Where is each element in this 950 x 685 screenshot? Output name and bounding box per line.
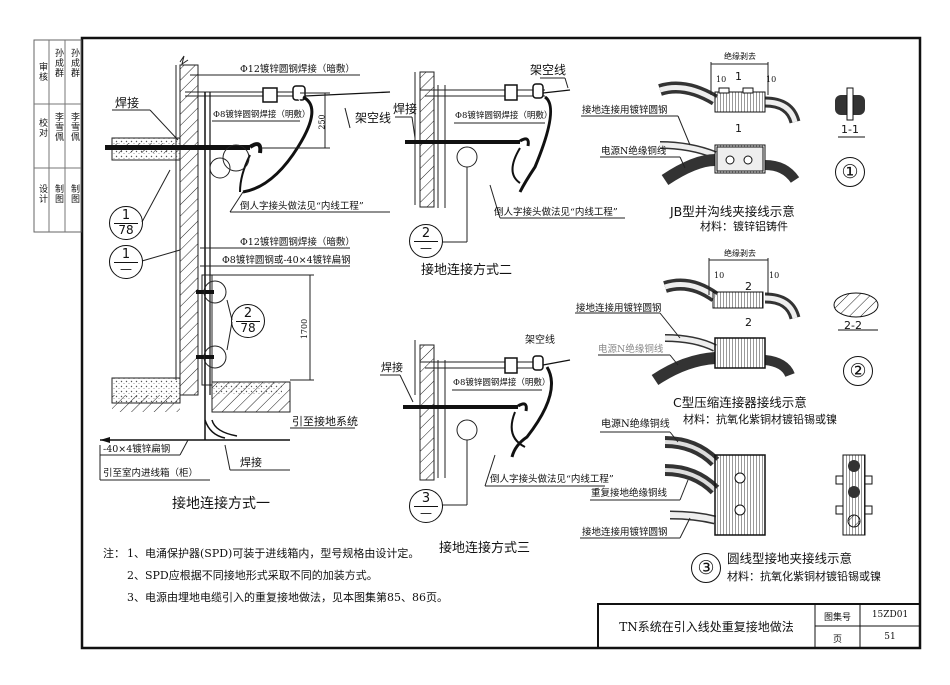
title-block-page-label: 页 [832, 635, 842, 645]
fig1-label-weld-left: 焊接 [115, 96, 140, 110]
title-block-page-value: 51 [884, 632, 896, 642]
fig3-label-overhead: 架空线 [525, 335, 555, 346]
fig2-label-weld: 焊接 [393, 102, 418, 116]
title-block-title: TN系统在引入线处重复接地做法 [619, 620, 794, 634]
callout-num: 2 [414, 227, 438, 242]
sheet-border [80, 36, 922, 650]
note-1: 1、电涌保护器(SPD)可装于进线箱内，型号规格由设计定。 [127, 547, 420, 560]
fig3-label-joint: 倒人字接头做法见“内线工程” [490, 474, 614, 485]
fig2-callout: 2— [409, 224, 443, 258]
d2-strip: 绝缘剥去 [724, 249, 756, 258]
callout-num: 3 [414, 492, 438, 507]
side-block-frame [33, 39, 82, 233]
d1-number: ① [835, 157, 865, 187]
side-name-check-1: 李雪佩 [53, 112, 63, 142]
figure3-drawing [380, 340, 605, 506]
fig3-label-phi8: Φ8镀锌圆钢焊接（明敷） [453, 378, 551, 388]
fig2-label-joint: 倒人字接头做法见“内线工程” [494, 207, 618, 218]
fig2-title: 接地连接方式二 [421, 263, 513, 278]
fig1-label-to-box: 引至室内进线箱（柜） [103, 468, 199, 479]
note-2: 2、SPD应根据不同接地形式采取不同的加装方式。 [127, 569, 378, 582]
d2-section-label: 2-2 [844, 319, 862, 332]
d3-label-repeat: 重复接地绝缘铜线 [591, 488, 668, 499]
fig1-callout-1-dash: 1— [109, 245, 143, 279]
d1-title: JB型并沟线夹接线示意 [670, 204, 795, 219]
side-name-design-1: 制图 [53, 184, 63, 204]
fig1-label-overhead: 架空线 [355, 111, 392, 125]
d1-label-steel: 接地连接用镀锌圆钢 [582, 105, 668, 116]
side-name-design-2: 制图 [69, 184, 79, 204]
fig2-label-overhead: 架空线 [530, 63, 567, 77]
d2-dim-10b: 10 [769, 271, 780, 280]
fig1-dim-1700: 1700 [300, 318, 310, 340]
d3-label-n: 电源N绝缘铜线 [601, 419, 670, 430]
fig1-label-flat-steel: -40×4镀锌扁钢 [103, 444, 171, 455]
callout-den: — [420, 241, 432, 255]
d1-label-n: 电源N绝缘铜线 [601, 146, 667, 157]
fig1-label-phi8-flat: Φ8镀锌圆钢或-40×4镀锌扁钢 [222, 255, 351, 266]
detail2-drawing [575, 258, 879, 386]
d1-section-mark-top: 1 [735, 70, 742, 83]
d3-material: 材料：抗氧化紫铜材镀铅锡或镍 [727, 570, 881, 583]
fig1-label-weld-bottom: 焊接 [240, 456, 262, 469]
fig3-callout: 3— [409, 489, 443, 523]
d1-dim-10b: 10 [766, 75, 777, 84]
d2-material: 材料：抗氧化紫铜材镀铅锡或镍 [683, 413, 837, 426]
title-block-atlas-value: 15ZD01 [871, 610, 909, 620]
callout-num: 1 [114, 209, 138, 224]
figure2-drawing [395, 71, 625, 243]
fig1-title: 接地连接方式一 [172, 496, 270, 512]
side-name-review-1: 孙成群 [53, 48, 63, 78]
fig1-label-phi12-top: Φ12镀锌圆钢焊接（暗敷） [240, 64, 355, 75]
title-block-atlas-label: 图集号 [823, 613, 851, 623]
d1-strip: 绝缘剥去 [724, 52, 756, 61]
fig1-label-phi8: Φ8镀锌圆钢焊接（明敷） [213, 110, 311, 120]
d2-section-mark-top: 2 [745, 280, 752, 293]
figure1-drawing [99, 55, 391, 481]
d2-label-steel: 接地连接用镀锌圆钢 [576, 303, 662, 314]
fig1-label-to-ground: 引至接地系统 [292, 415, 358, 428]
d3-number: ③ [691, 553, 721, 583]
detail1-drawing [581, 62, 865, 186]
d1-dim-10a: 10 [716, 75, 727, 84]
d2-number: ② [843, 356, 873, 386]
fig2-label-phi8: Φ8镀锌圆钢焊接（明敷） [455, 111, 553, 121]
callout-den: 78 [118, 223, 134, 237]
fig1-label-phi12-mid: Φ12镀锌圆钢焊接（暗敷） [240, 237, 355, 248]
fig3-title: 接地连接方式三 [439, 541, 531, 556]
fig3-label-weld: 焊接 [381, 361, 403, 374]
fig1-label-joint: 倒人字接头做法见“内线工程” [240, 201, 364, 212]
d1-section-mark-bottom: 1 [735, 122, 742, 135]
callout-den: — [120, 262, 132, 276]
fig1-dim-250: 250 [317, 114, 327, 130]
d1-material: 材料：镀锌铝铸件 [700, 220, 788, 233]
callout-den: — [420, 506, 432, 520]
note-3: 3、电源由埋地电缆引入的重复接地做法，见本图集第85、86页。 [127, 591, 448, 604]
detail3-drawing [580, 431, 873, 539]
d2-title: C型压缩连接器接线示意 [673, 395, 807, 410]
d2-section-mark-bottom: 2 [745, 316, 752, 329]
d2-label-n: 电源N绝缘铜线 [598, 344, 664, 355]
d3-title: 圆线型接地夹接线示意 [727, 551, 853, 566]
notes-prefix: 注： [103, 547, 125, 560]
side-role-design: 设计 [37, 184, 47, 204]
side-name-review-2: 孙成群 [69, 48, 79, 78]
callout-den: 78 [240, 321, 256, 335]
callout-num: 1 [114, 248, 138, 263]
side-name-check-2: 李雪佩 [69, 112, 79, 142]
callout-num: 2 [236, 307, 260, 322]
side-role-check: 校对 [37, 118, 47, 138]
d2-dim-10a: 10 [714, 271, 725, 280]
side-role-review: 审核 [37, 62, 47, 82]
d3-label-steel: 接地连接用镀锌圆钢 [582, 527, 668, 538]
d1-section-label: 1-1 [841, 123, 859, 136]
